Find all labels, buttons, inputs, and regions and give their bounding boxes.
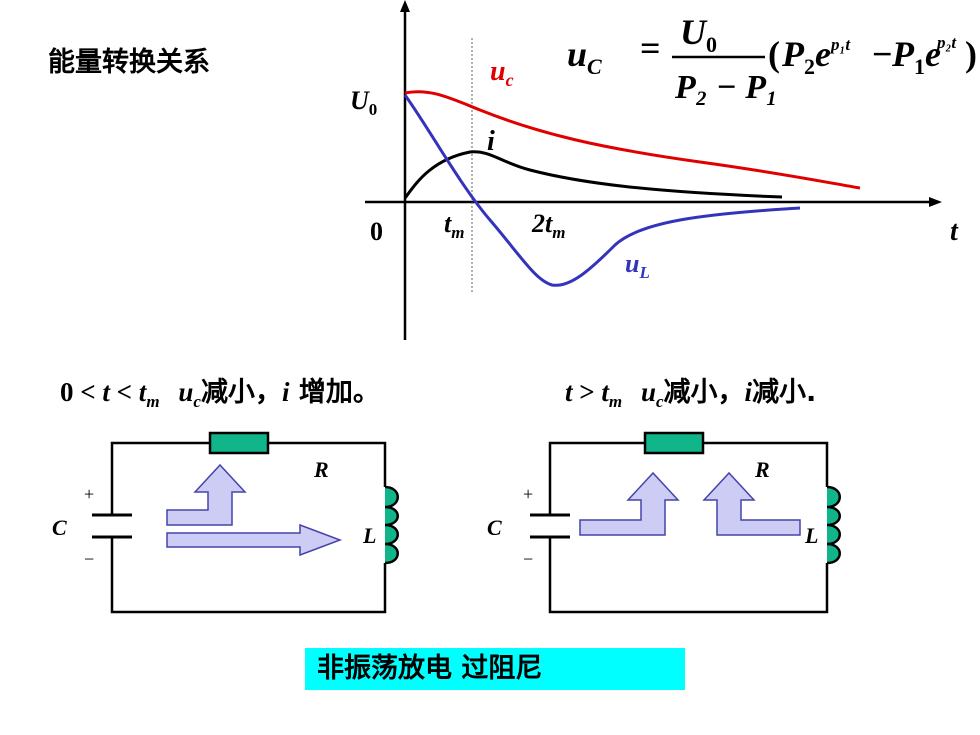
svg-text:−: − xyxy=(872,34,893,74)
tm-label: tm xyxy=(444,209,464,242)
uc-label: uc xyxy=(490,56,514,90)
energy-arrow-right xyxy=(166,523,343,557)
circuit-left: + − C R L xyxy=(52,431,399,614)
energy-arrow-from-inductor xyxy=(702,471,801,536)
condition-left: 0 < t < tm uc减小，i 增加。 xyxy=(60,377,380,411)
circuit-right: + − C R L xyxy=(487,431,841,614)
minus-sign: − xyxy=(523,549,533,569)
inductor-label: L xyxy=(362,523,376,548)
svg-text:P₂ − P₁: P₂ − P₁ xyxy=(674,69,778,106)
resistor xyxy=(643,431,705,455)
svg-text:uC: uC xyxy=(567,34,602,79)
capacitor-label: C xyxy=(52,515,67,540)
svg-text:p₂t: p₂t xyxy=(935,33,957,52)
resistor-label: R xyxy=(313,457,329,482)
waveform-graph: uC = U0 P₂ − P₁ ( P2ep₁t − P1e p₂t ) U0 … xyxy=(350,0,977,340)
svg-text:=: = xyxy=(640,28,661,68)
resistor-label: R xyxy=(754,457,770,482)
svg-text:): ) xyxy=(965,34,977,74)
u0-label: U0 xyxy=(350,86,377,119)
origin-label: 0 xyxy=(370,217,383,246)
uc-curve xyxy=(404,90,861,190)
plus-sign: + xyxy=(523,484,533,504)
formula: uC = U0 P₂ − P₁ ( P2ep₁t − P1e p₂t ) xyxy=(567,12,977,106)
svg-text:P2ep₁t: P2ep₁t xyxy=(781,34,851,79)
heading-energy-conversion: 能量转换关系 xyxy=(48,47,210,78)
uL-label: uL xyxy=(625,249,650,282)
i-curve xyxy=(403,150,783,199)
energy-arrow-from-capacitor xyxy=(579,471,680,536)
plus-sign: + xyxy=(84,484,94,504)
uL-curve xyxy=(403,94,801,287)
capacitor-label: C xyxy=(487,515,502,540)
svg-text:(: ( xyxy=(768,34,780,74)
y-axis-arrow xyxy=(400,0,410,12)
inductor xyxy=(826,485,841,565)
resistor xyxy=(208,431,270,455)
inductor xyxy=(384,485,399,565)
svg-text:P1e: P1e xyxy=(891,34,941,79)
t-axis-arrow xyxy=(929,197,942,207)
t-axis-label: t xyxy=(950,216,959,247)
inductor-label: L xyxy=(804,523,818,548)
condition-right: t > tm uc减小，i减小. xyxy=(565,377,817,411)
minus-sign: − xyxy=(84,549,94,569)
energy-arrow-up xyxy=(166,463,247,526)
i-label: i xyxy=(487,126,495,157)
two-tm-label: 2tm xyxy=(531,209,565,242)
svg-text:U0: U0 xyxy=(680,12,717,57)
overdamped-banner: 非振荡放电 过阻尼 xyxy=(305,648,685,690)
